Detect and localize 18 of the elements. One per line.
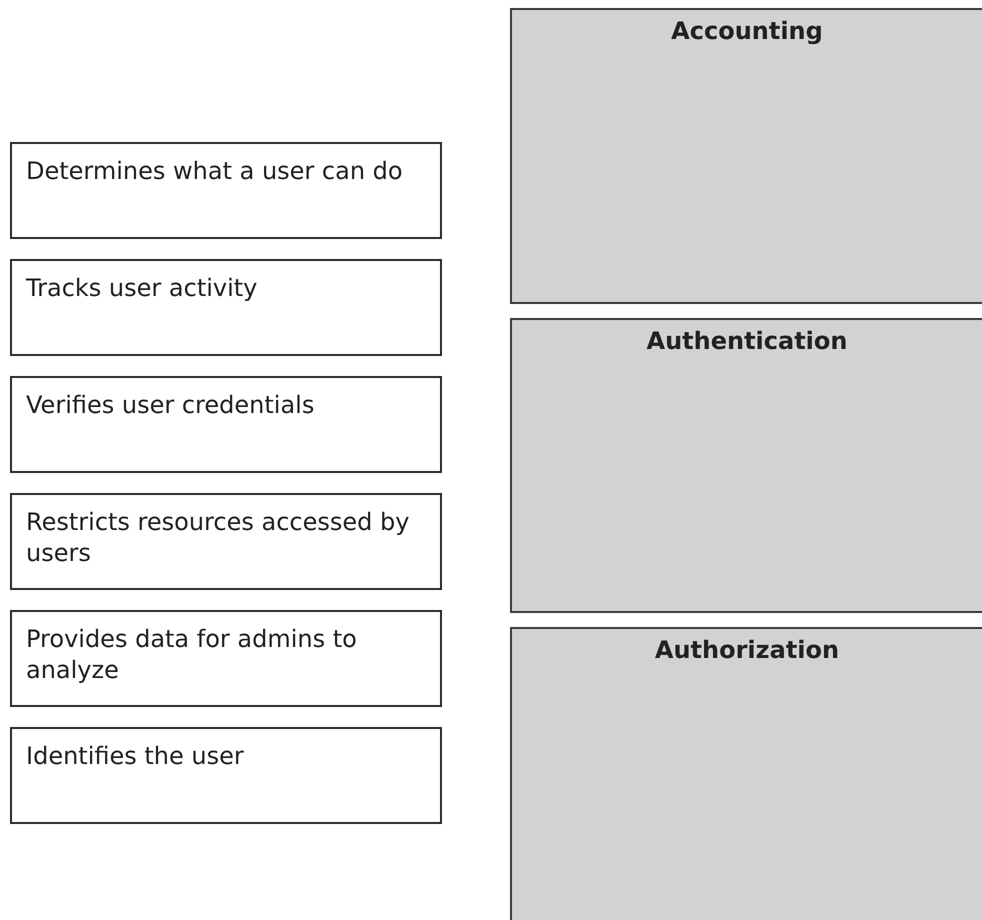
description-text: Determines what a user can do: [26, 156, 404, 187]
category-heading: Accounting: [671, 16, 823, 46]
description-text: Identifies the user: [26, 741, 245, 772]
description-box: [10, 376, 442, 473]
category-heading: Authorization: [654, 635, 840, 665]
description-text: Provides data for admins to analyze: [26, 624, 358, 686]
description-text: Restricts resources accessed by users: [26, 507, 410, 569]
category-heading: Authentication: [646, 326, 848, 356]
description-box: [10, 610, 442, 707]
description-box: [10, 142, 442, 239]
description-text: Tracks user activity: [26, 273, 258, 304]
description-box: [10, 259, 442, 356]
category-drop-zone: [510, 627, 982, 920]
category-drop-zone: [510, 8, 982, 304]
category-drop-zone: [510, 318, 982, 613]
description-box: [10, 727, 442, 824]
description-text: Verifies user credentials: [26, 390, 316, 421]
description-box: [10, 493, 442, 590]
